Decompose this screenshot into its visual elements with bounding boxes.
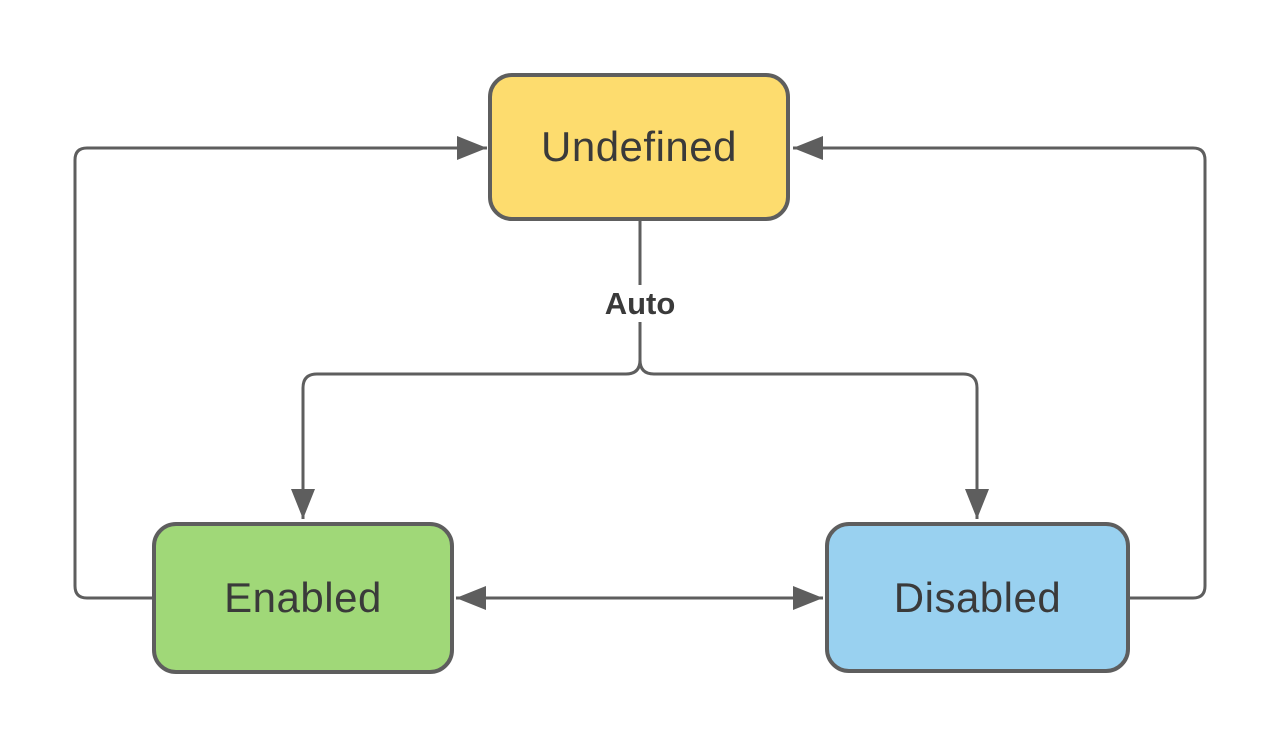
state-box-disabled: Disabled (825, 522, 1130, 673)
state-box-enabled: Enabled (152, 522, 454, 674)
state-label-enabled: Enabled (224, 574, 382, 621)
transition-undefined-to-disabled (638, 221, 989, 519)
transition-undefined-to-enabled (291, 221, 642, 519)
state-box-undefined: Undefined (488, 73, 790, 221)
transition-disabled-to-undefined (793, 136, 1207, 600)
transition-enabled-to-undefined (73, 136, 487, 600)
state-label-disabled: Disabled (893, 573, 1062, 621)
transition-label-auto: Auto (595, 285, 685, 322)
state-label-undefined: Undefined (541, 123, 737, 170)
